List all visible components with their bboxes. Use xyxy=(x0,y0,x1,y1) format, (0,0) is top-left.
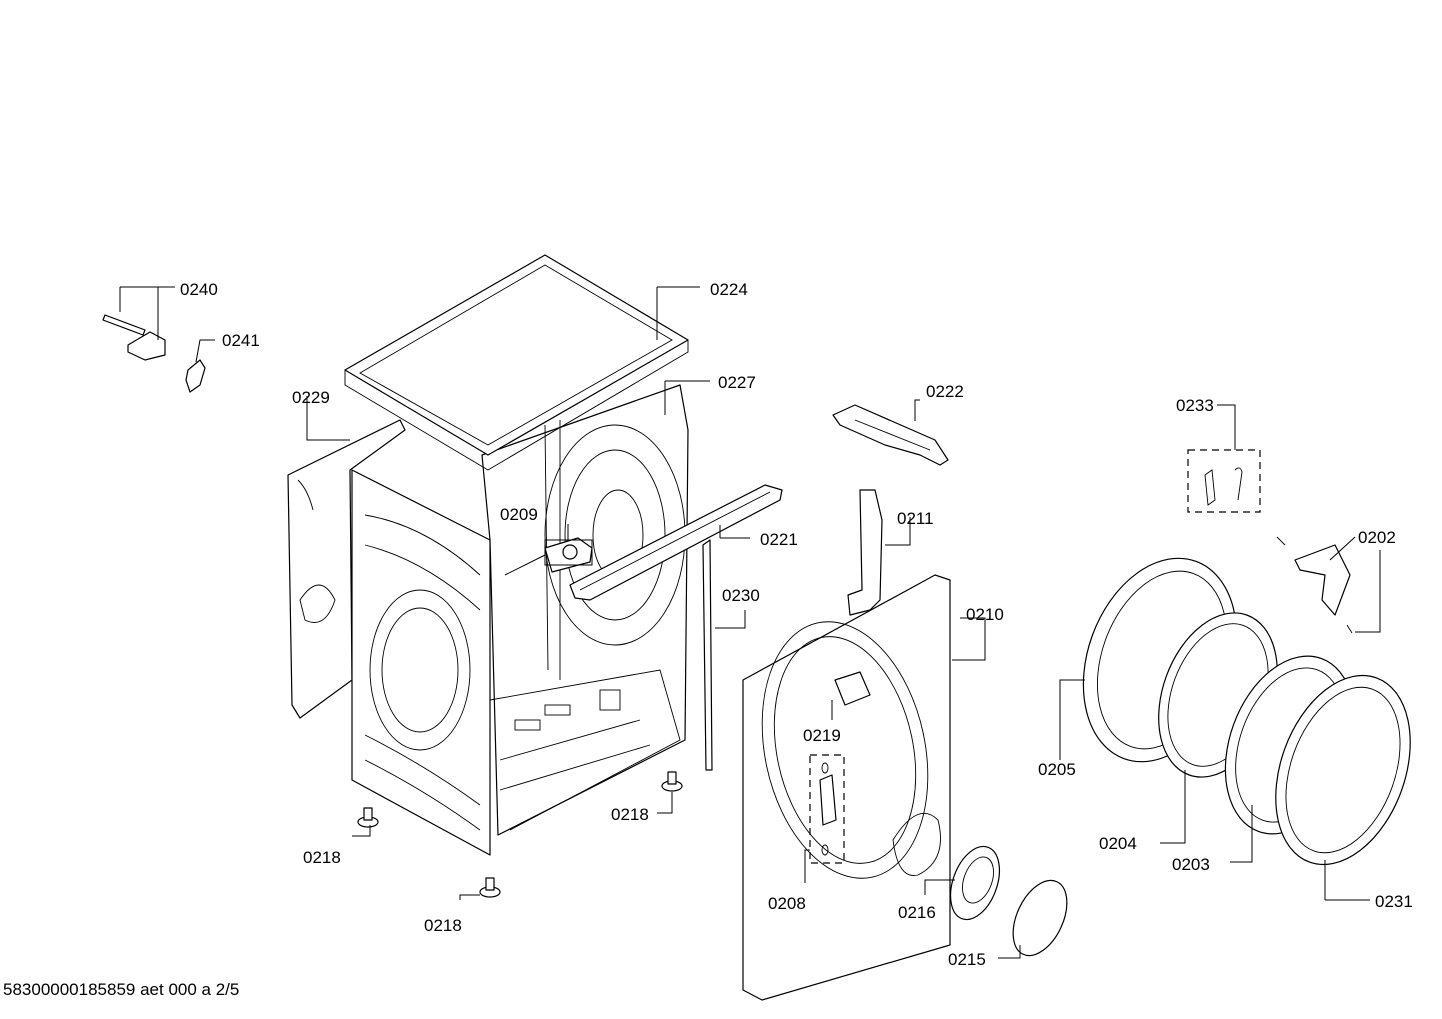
leader-lines xyxy=(119,286,1381,959)
label-0233: 0233 xyxy=(1176,396,1214,415)
top-cover xyxy=(344,254,689,471)
label-0218: 0218 xyxy=(424,916,462,935)
label-0230: 0230 xyxy=(722,586,760,605)
clip-part xyxy=(185,359,206,393)
part-group-box-0233 xyxy=(1187,449,1261,513)
screw-bracket-part xyxy=(102,314,166,361)
label-0219: 0219 xyxy=(803,726,841,745)
label-0221: 0221 xyxy=(760,530,798,549)
pump-cover-part xyxy=(949,845,1001,921)
cap-part xyxy=(1012,879,1068,957)
rod-part xyxy=(702,539,713,771)
label-0203: 0203 xyxy=(1172,855,1210,874)
label-0211: 0211 xyxy=(897,509,934,528)
label-0215: 0215 xyxy=(948,950,986,969)
label-0205: 0205 xyxy=(1038,760,1076,779)
label-0241: 0241 xyxy=(222,331,260,350)
label-0209: 0209 xyxy=(500,505,538,524)
label-0229: 0229 xyxy=(292,388,330,407)
label-0202: 0202 xyxy=(1358,528,1396,547)
cross-strut-part xyxy=(569,484,783,601)
document-code: 58300000185859 aet 000 a 2/5 xyxy=(3,980,240,999)
label-0240: 0240 xyxy=(180,280,218,299)
hinge-part xyxy=(1276,536,1353,634)
label-0227: 0227 xyxy=(718,373,756,392)
label-0218: 0218 xyxy=(303,848,341,867)
top-bracket-part xyxy=(832,404,949,466)
label-0218: 0218 xyxy=(611,805,649,824)
vertical-bracket-part xyxy=(847,489,883,616)
foot-parts xyxy=(357,771,683,898)
label-0216: 0216 xyxy=(898,903,936,922)
part-group-box-0208 xyxy=(809,754,845,864)
label-0231: 0231 xyxy=(1375,892,1413,911)
label-0204: 0204 xyxy=(1099,834,1137,853)
cabinet-housing xyxy=(287,384,689,856)
label-0222: 0222 xyxy=(926,382,964,401)
door-rings xyxy=(1082,557,1411,866)
label-0208: 0208 xyxy=(768,894,806,913)
label-0210: 0210 xyxy=(966,605,1004,624)
front-panel xyxy=(742,574,951,1001)
label-0224: 0224 xyxy=(710,280,748,299)
